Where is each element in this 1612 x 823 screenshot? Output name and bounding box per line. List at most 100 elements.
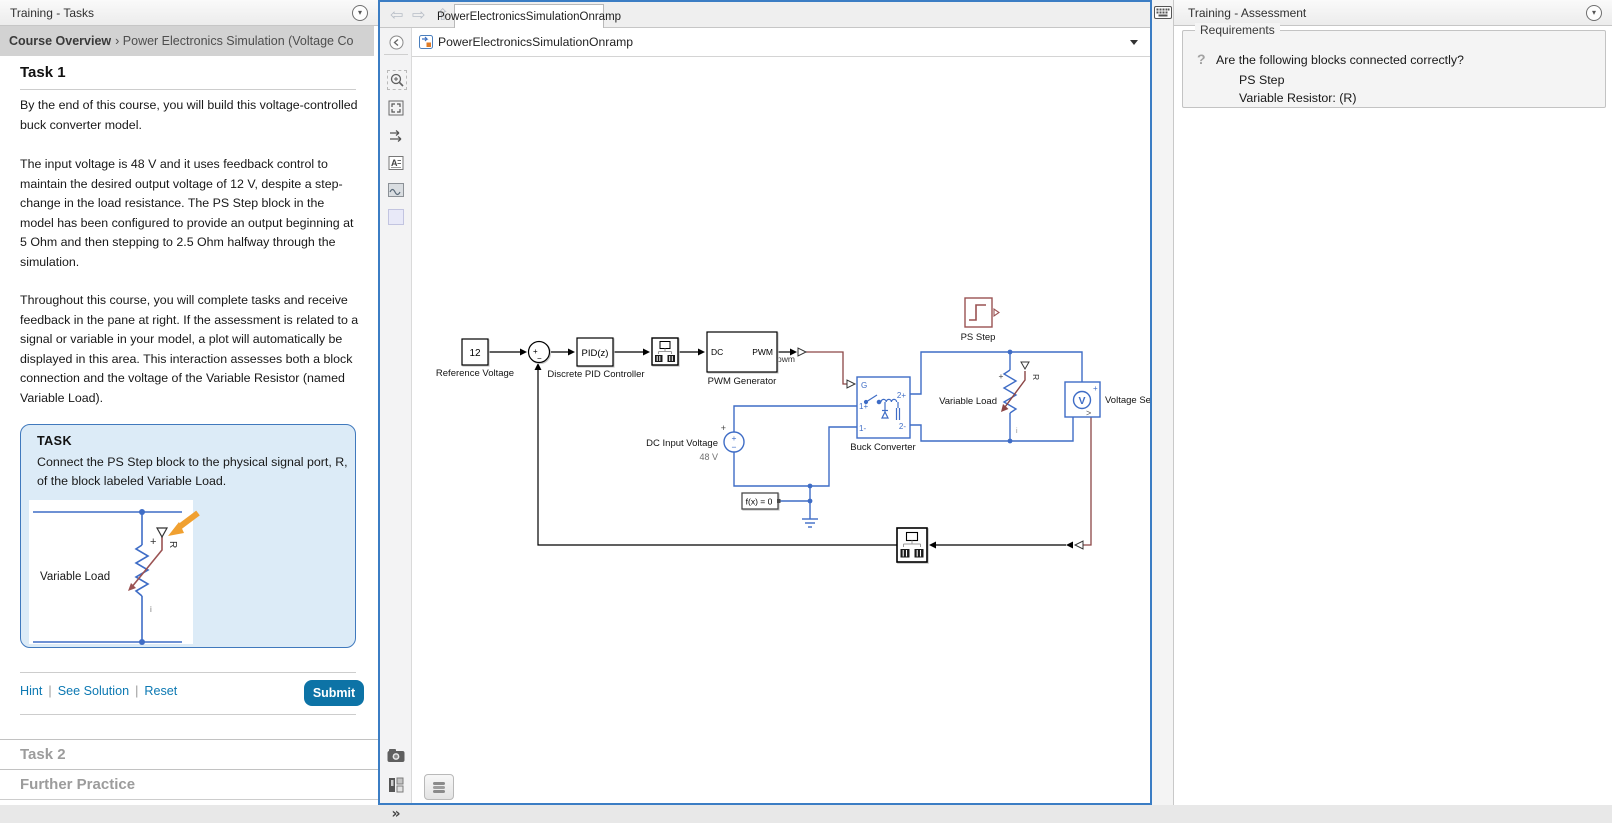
requirements-legend: Requirements <box>1195 23 1280 37</box>
variable-load-port-label: R <box>1031 374 1041 380</box>
dc-input-voltage-value: 48 V <box>699 452 718 462</box>
breadcrumb-dropdown-icon[interactable] <box>1130 40 1138 45</box>
reference-voltage-value: 12 <box>469 348 481 359</box>
submit-button[interactable]: Submit <box>304 680 364 706</box>
tasks-panel: Training - Tasks ▾ Course Overview › Pow… <box>0 0 378 805</box>
buck-port-g: G <box>861 381 867 390</box>
voltage-sensor-block[interactable]: V + > <box>1065 382 1100 418</box>
record-block-top[interactable] <box>652 338 678 365</box>
model-breadcrumb-text[interactable]: PowerElectronicsSimulationOnramp <box>438 35 633 49</box>
buck-port-2m: 2- <box>899 422 906 431</box>
variable-load-r-port[interactable] <box>1021 362 1029 369</box>
pid-text: PID(z) <box>582 348 609 359</box>
area-box-icon[interactable] <box>387 208 405 226</box>
variable-load-label: Variable Load <box>40 571 110 583</box>
dc-input-voltage-block[interactable]: + − + <box>721 423 744 452</box>
variable-load-label[interactable]: Variable Load <box>939 396 997 407</box>
port-r-label: R <box>167 541 178 548</box>
pwm-signal-label[interactable]: pwm <box>777 354 795 364</box>
expand-toolbar-icon[interactable]: » <box>387 805 405 823</box>
ps-simulink-converter-triangle[interactable] <box>1075 541 1083 549</box>
hint-link[interactable]: Hint <box>20 684 42 698</box>
section-label: Task 2 <box>20 746 66 763</box>
ps-step-label[interactable]: PS Step <box>961 332 996 343</box>
variable-load-plus: + <box>999 371 1004 381</box>
divider <box>20 89 356 90</box>
annotation-icon[interactable]: A <box>387 154 405 172</box>
dc-polarity-plus: + <box>721 423 726 433</box>
solver-text: f(x) = 0 <box>746 497 773 507</box>
pwm-in-port: DC <box>711 347 723 357</box>
fit-to-view-icon[interactable] <box>387 99 405 117</box>
pid-label[interactable]: Discrete PID Controller <box>547 369 644 380</box>
voltage-sensor-plus: + <box>1093 384 1098 393</box>
breadcrumb-course-name: › Power Electronics Simulation (Voltage … <box>115 34 353 48</box>
ps-input-port-triangle <box>847 380 855 388</box>
buck-port-1m: 1- <box>859 424 866 433</box>
assessment-panel: Training - Assessment ▾ Requirements ? A… <box>1174 0 1612 805</box>
task-box-instruction: Connect the PS Step block to the physica… <box>37 453 353 491</box>
voltage-sensor-label[interactable]: Voltage Sensor <box>1105 395 1150 406</box>
hide-browser-icon[interactable] <box>387 33 405 51</box>
zoom-in-icon[interactable] <box>387 70 407 90</box>
editor-tab-bar: ⇦ ⇨ ⇧ PowerElectronicsSimulationOnramp <box>380 2 1150 28</box>
pwm-out-port: PWM <box>752 347 773 357</box>
block-diagram: pwm 12 Reference Voltage + − PID(z) Disc… <box>413 56 1150 801</box>
requirement-item: Variable Resistor: (R) <box>1239 89 1357 107</box>
task-box-circuit-thumbnail: + R Variable Load i <box>26 496 230 646</box>
requirement-item: PS Step <box>1239 71 1357 89</box>
image-annotation-icon[interactable] <box>387 181 405 199</box>
nav-forward-icon[interactable]: ⇨ <box>412 4 425 26</box>
editor-right-gutter <box>1152 0 1174 805</box>
keyboard-shortcuts-icon[interactable] <box>1154 6 1172 19</box>
requirements-question: Are the following blocks connected corre… <box>1216 53 1464 67</box>
divider <box>20 672 356 673</box>
simulink-model-icon <box>419 35 433 49</box>
model-tab[interactable]: PowerElectronicsSimulationOnramp <box>454 4 604 28</box>
see-solution-link[interactable]: See Solution <box>58 684 129 698</box>
section-task-2[interactable]: Task 2 <box>0 739 378 769</box>
model-tab-title: PowerElectronicsSimulationOnramp <box>437 11 621 23</box>
breadcrumb-course-overview[interactable]: Course Overview <box>9 34 111 48</box>
simulink-ps-converter-triangle[interactable] <box>798 348 806 356</box>
viewmarks-icon[interactable] <box>387 776 405 794</box>
task-box-label: TASK <box>37 434 72 448</box>
signal-wires[interactable] <box>488 352 1066 545</box>
question-mark-icon: ? <box>1197 51 1206 67</box>
pwm-generator-label[interactable]: PWM Generator <box>708 376 777 387</box>
section-label: Further Practice <box>20 776 135 793</box>
section-further-practice[interactable]: Further Practice <box>0 769 378 799</box>
reset-link[interactable]: Reset <box>144 684 177 698</box>
tasks-panel-title: Training - Tasks <box>10 6 94 20</box>
model-breadcrumb-bar: PowerElectronicsSimulationOnramp <box>412 28 1150 57</box>
sum-minus: − <box>537 354 542 363</box>
record-block-bottom[interactable] <box>897 528 927 562</box>
separator: | <box>129 684 144 698</box>
requirements-group: Requirements ? Are the following blocks … <box>1182 30 1606 108</box>
panel-menu-icon[interactable]: ▾ <box>352 5 368 21</box>
voltage-sensor-symbol: V <box>1078 395 1085 407</box>
svg-text:−: − <box>732 442 737 452</box>
voltage-sensor-out-port: > <box>1086 408 1091 418</box>
screenshot-camera-icon[interactable] <box>387 746 405 764</box>
solver-configuration-block[interactable]: f(x) = 0 <box>742 493 781 509</box>
divider <box>20 714 356 715</box>
ps-step-output-port[interactable] <box>994 309 999 316</box>
signal-routing-icon[interactable] <box>387 127 405 145</box>
panel-menu-icon[interactable]: ▾ <box>1586 5 1602 21</box>
ps-step-block[interactable] <box>965 298 999 327</box>
buck-converter-label[interactable]: Buck Converter <box>850 442 915 453</box>
assessment-panel-title: Training - Assessment <box>1188 6 1306 20</box>
svg-text:A: A <box>391 158 398 168</box>
dc-input-voltage-label[interactable]: DC Input Voltage <box>646 438 718 449</box>
reference-voltage-label[interactable]: Reference Voltage <box>436 368 514 379</box>
task1-heading: Task 1 <box>20 64 66 81</box>
nav-back-icon[interactable]: ⇦ <box>390 4 403 26</box>
breadcrumb: Course Overview › Power Electronics Simu… <box>0 26 374 56</box>
palette-toolbar: A » <box>380 28 412 803</box>
task1-paragraph-2: The input voltage is 48 V and it uses fe… <box>20 155 360 273</box>
variable-load-current: i <box>1016 428 1018 435</box>
buck-port-2p: 2+ <box>897 391 906 400</box>
buck-converter-block[interactable]: G 1+ 1- 2+ 2- <box>857 377 910 438</box>
task1-paragraph-1: By the end of this course, you will buil… <box>20 96 360 135</box>
